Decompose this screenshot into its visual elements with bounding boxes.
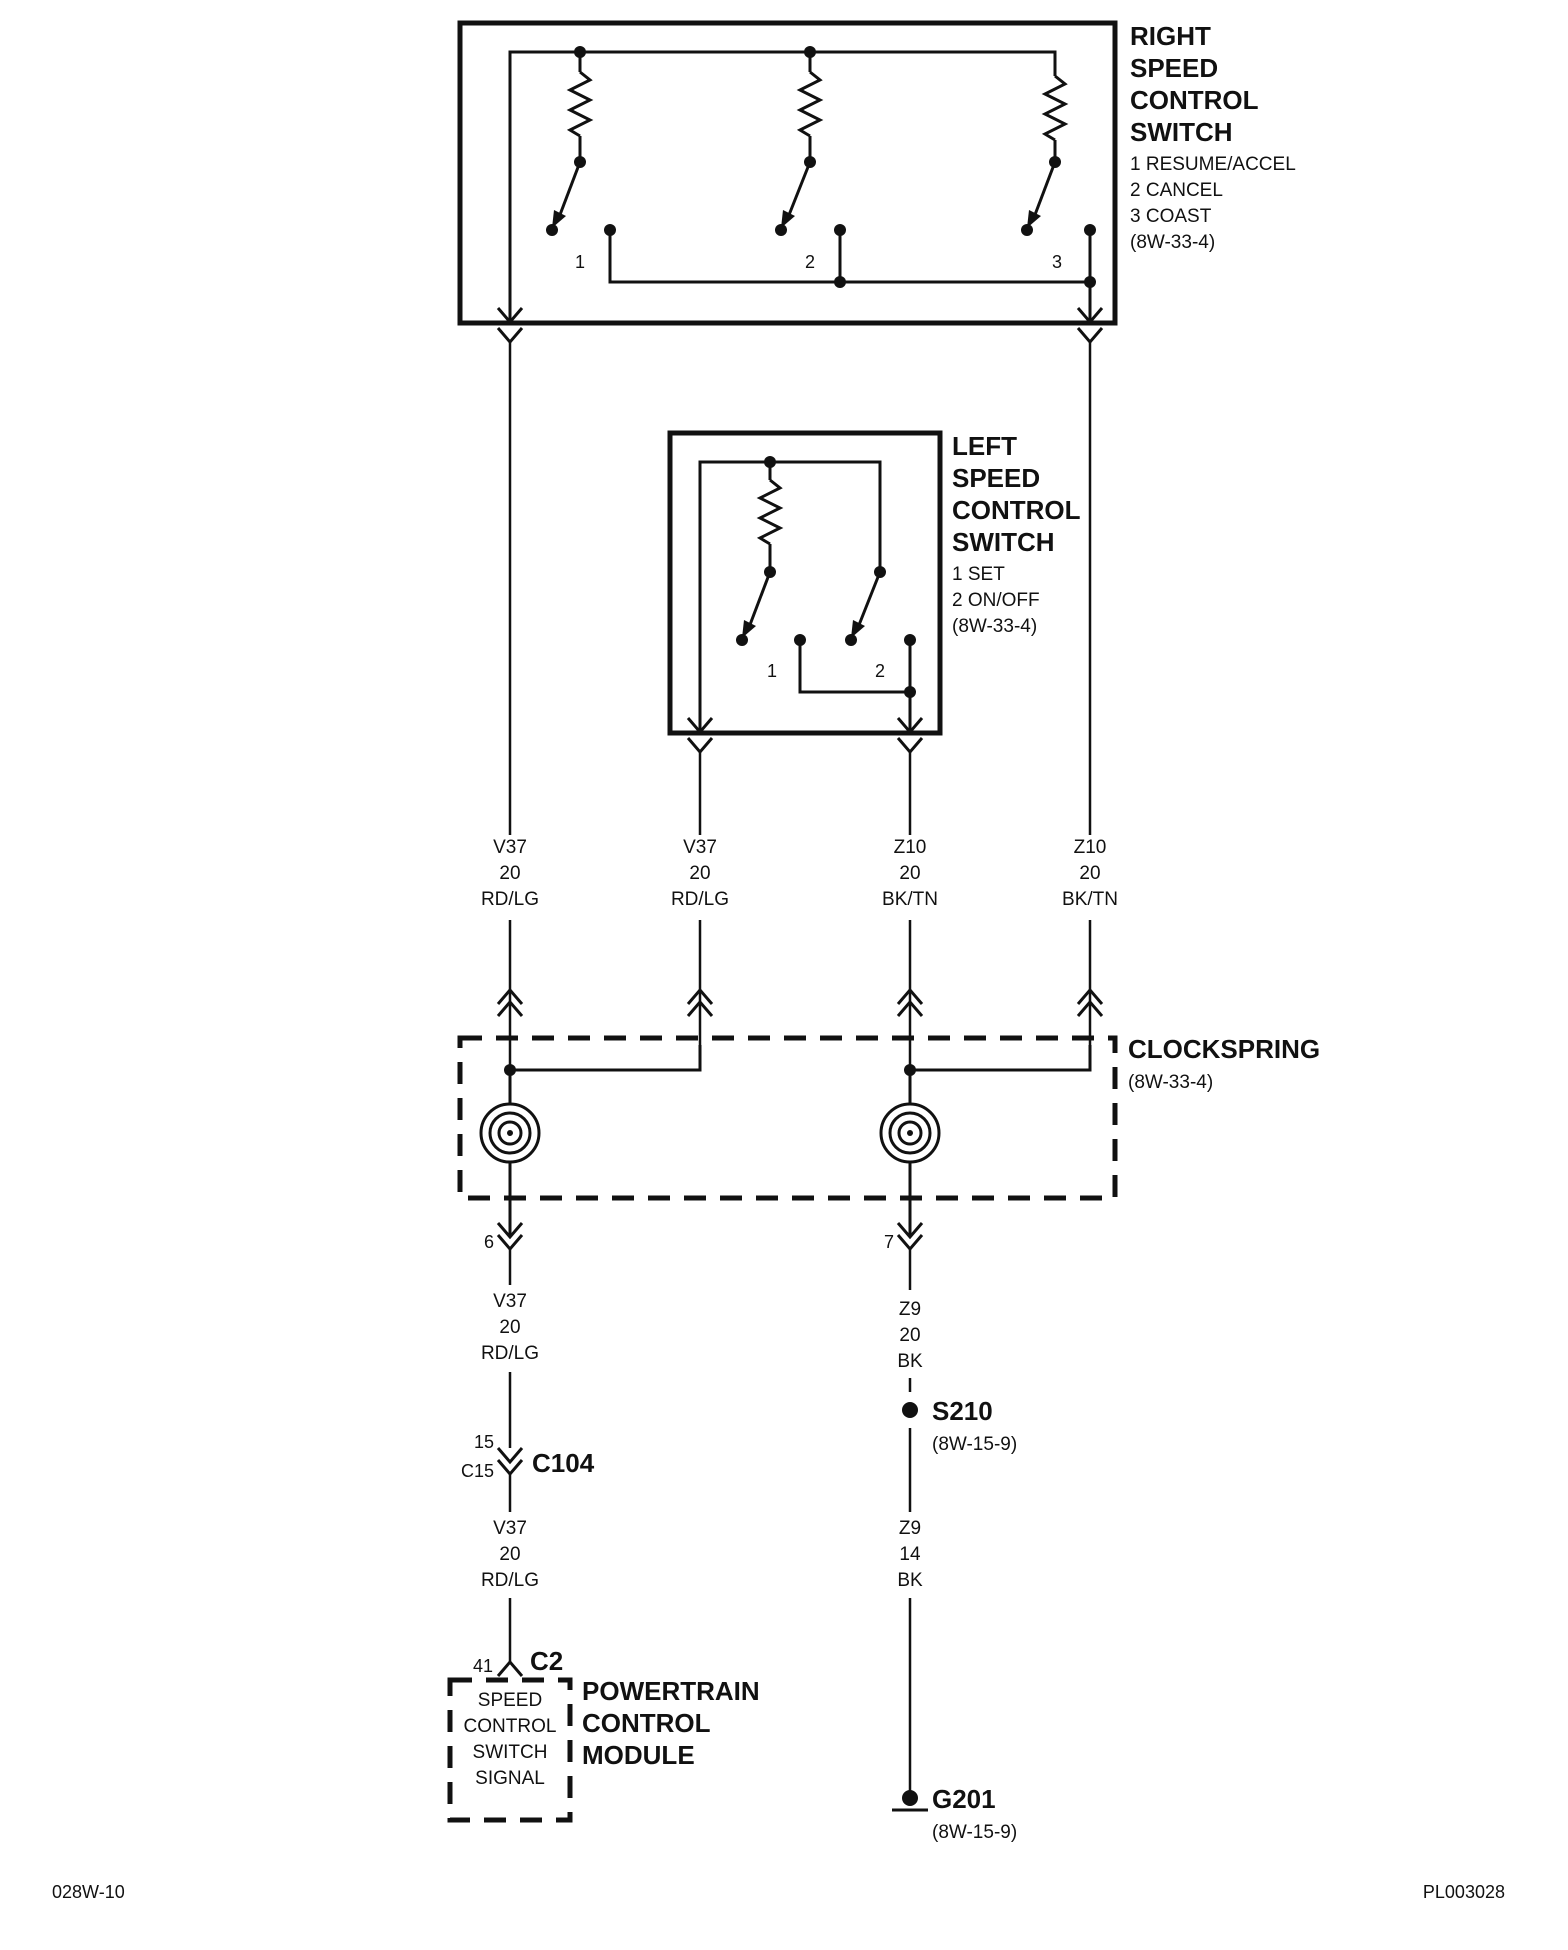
left-switch-detail-1: 1 SET: [952, 564, 1005, 585]
clockspring-coil-right-icon: [879, 1102, 941, 1164]
pcm-signal-3: SWITCH: [473, 1742, 548, 1763]
resistor-3-icon: [1041, 74, 1069, 142]
right-switch-title-3: CONTROL: [1130, 85, 1259, 115]
pcm-box: [447, 1677, 573, 1823]
clockspring-pin-left: 6: [484, 1232, 494, 1252]
left-switch-detail-2: 2 ON/OFF: [952, 590, 1040, 611]
wire-4-circuit: Z10: [1074, 837, 1107, 858]
right-lower-circuit: Z9 20 BK S210 (8W-15-9) Z9 14 BK G201 (8…: [892, 1249, 1017, 1843]
wire-left-low-circuit: V37: [493, 1518, 527, 1539]
clockspring: CLOCKSPRING (8W-33-4) 6 7: [457, 1034, 1320, 1252]
c104-label: C104: [532, 1448, 595, 1478]
wire-1-circuit: V37: [493, 837, 527, 858]
resistor-4-icon: [756, 478, 784, 546]
wire-3-color: BK/TN: [882, 889, 938, 910]
pcm-title-1: POWERTRAIN: [582, 1676, 760, 1706]
splice-ref: (8W-15-9): [932, 1434, 1017, 1455]
wire-right-mid-circuit: Z9: [899, 1299, 921, 1320]
wire-3-gauge: 20: [899, 863, 920, 884]
right-switch-title-2: SPEED: [1130, 53, 1218, 83]
right-switch-detail-4: (8W-33-4): [1130, 232, 1215, 253]
wire-right-low-color: BK: [897, 1570, 923, 1591]
c104-pin-top: 15: [474, 1432, 494, 1452]
right-switch-box: [457, 20, 1118, 326]
left-switch-title-1: LEFT: [952, 431, 1017, 461]
left-switch-title-3: CONTROL: [952, 495, 1081, 525]
left-switch-title-2: SPEED: [952, 463, 1040, 493]
wire-right-low-gauge: 14: [899, 1544, 921, 1565]
right-speed-control-switch: 1 2 3 RIGHT SPEED CONTROL SWITCH 1 RESUM…: [457, 20, 1296, 345]
left-switch-pos-2: 2: [875, 661, 885, 681]
clockspring-ref: (8W-33-4): [1128, 1072, 1213, 1093]
wire-3-circuit: Z10: [894, 837, 927, 858]
wire-left-low-gauge: 20: [499, 1544, 520, 1565]
right-switch-detail-2: 2 CANCEL: [1130, 180, 1223, 201]
ground-g201-icon: [892, 1790, 928, 1812]
left-lower-circuit: V37 20 RD/LG 15 C15 C104 V37 20 RD/LG 41…: [447, 1249, 760, 1823]
wire-2-gauge: 20: [689, 863, 710, 884]
clockspring-coil-left-icon: [479, 1102, 541, 1164]
wire-left-mid-gauge: 20: [499, 1317, 520, 1338]
right-switch-title-4: SWITCH: [1130, 117, 1233, 147]
left-switch-detail-3: (8W-33-4): [952, 616, 1037, 637]
splice-name: S210: [932, 1396, 993, 1426]
wire-1-color: RD/LG: [481, 889, 539, 910]
connector-c104-icon: [496, 1447, 524, 1465]
footer-right-code: PL003028: [1423, 1882, 1505, 1902]
pcm-signal-2: CONTROL: [464, 1716, 557, 1737]
wire-right-low-circuit: Z9: [899, 1518, 921, 1539]
wire-2-circuit: V37: [683, 837, 717, 858]
clockspring-title: CLOCKSPRING: [1128, 1034, 1320, 1064]
pcm-signal-1: SPEED: [478, 1690, 542, 1711]
right-switch-title-1: RIGHT: [1130, 21, 1211, 51]
right-switch-pos-3: 3: [1052, 252, 1062, 272]
splice-s210-icon: [902, 1402, 918, 1418]
left-switch-pos-1: 1: [767, 661, 777, 681]
wire-right-mid-gauge: 20: [899, 1325, 920, 1346]
clockspring-box: [457, 1035, 1118, 1201]
wire-4-gauge: 20: [1079, 863, 1100, 884]
left-switch-title-4: SWITCH: [952, 527, 1055, 557]
pcm-connector: C2: [530, 1646, 563, 1676]
wire-left-mid-circuit: V37: [493, 1291, 527, 1312]
ground-ref: (8W-15-9): [932, 1822, 1017, 1843]
upper-wires: V37 20 RD/LG V37 20 RD/LG Z10 20 BK/TN Z…: [481, 342, 1118, 1070]
left-speed-control-switch: 1 2 LEFT SPEED CONTROL SWITCH 1 SET 2 ON…: [667, 430, 1081, 755]
wire-4-color: BK/TN: [1062, 889, 1118, 910]
clockspring-pin-right: 7: [884, 1232, 894, 1252]
wire-left-low-color: RD/LG: [481, 1570, 539, 1591]
c104-pin-bottom: C15: [461, 1461, 494, 1481]
pcm-pin: 41: [473, 1656, 493, 1676]
left-switch-box: [667, 430, 943, 736]
right-switch-detail-3: 3 COAST: [1130, 206, 1212, 227]
pcm-signal-4: SIGNAL: [475, 1768, 545, 1789]
wire-2-color: RD/LG: [671, 889, 729, 910]
pcm-title-2: CONTROL: [582, 1708, 711, 1738]
connector-c2-icon: [496, 1659, 524, 1677]
resistor-1-icon: [566, 70, 594, 138]
right-switch-detail-1: 1 RESUME/ACCEL: [1130, 154, 1296, 175]
pcm-title-3: MODULE: [582, 1740, 695, 1770]
resistor-2-icon: [796, 70, 824, 138]
footer-left-code: 028W-10: [52, 1882, 125, 1902]
right-switch-pos-2: 2: [805, 252, 815, 272]
ground-name: G201: [932, 1784, 996, 1814]
wire-1-gauge: 20: [499, 863, 520, 884]
right-switch-bus: [508, 50, 1057, 320]
wire-right-mid-color: BK: [897, 1351, 923, 1372]
wire-left-mid-color: RD/LG: [481, 1343, 539, 1364]
right-switch-pos-1: 1: [575, 252, 585, 272]
